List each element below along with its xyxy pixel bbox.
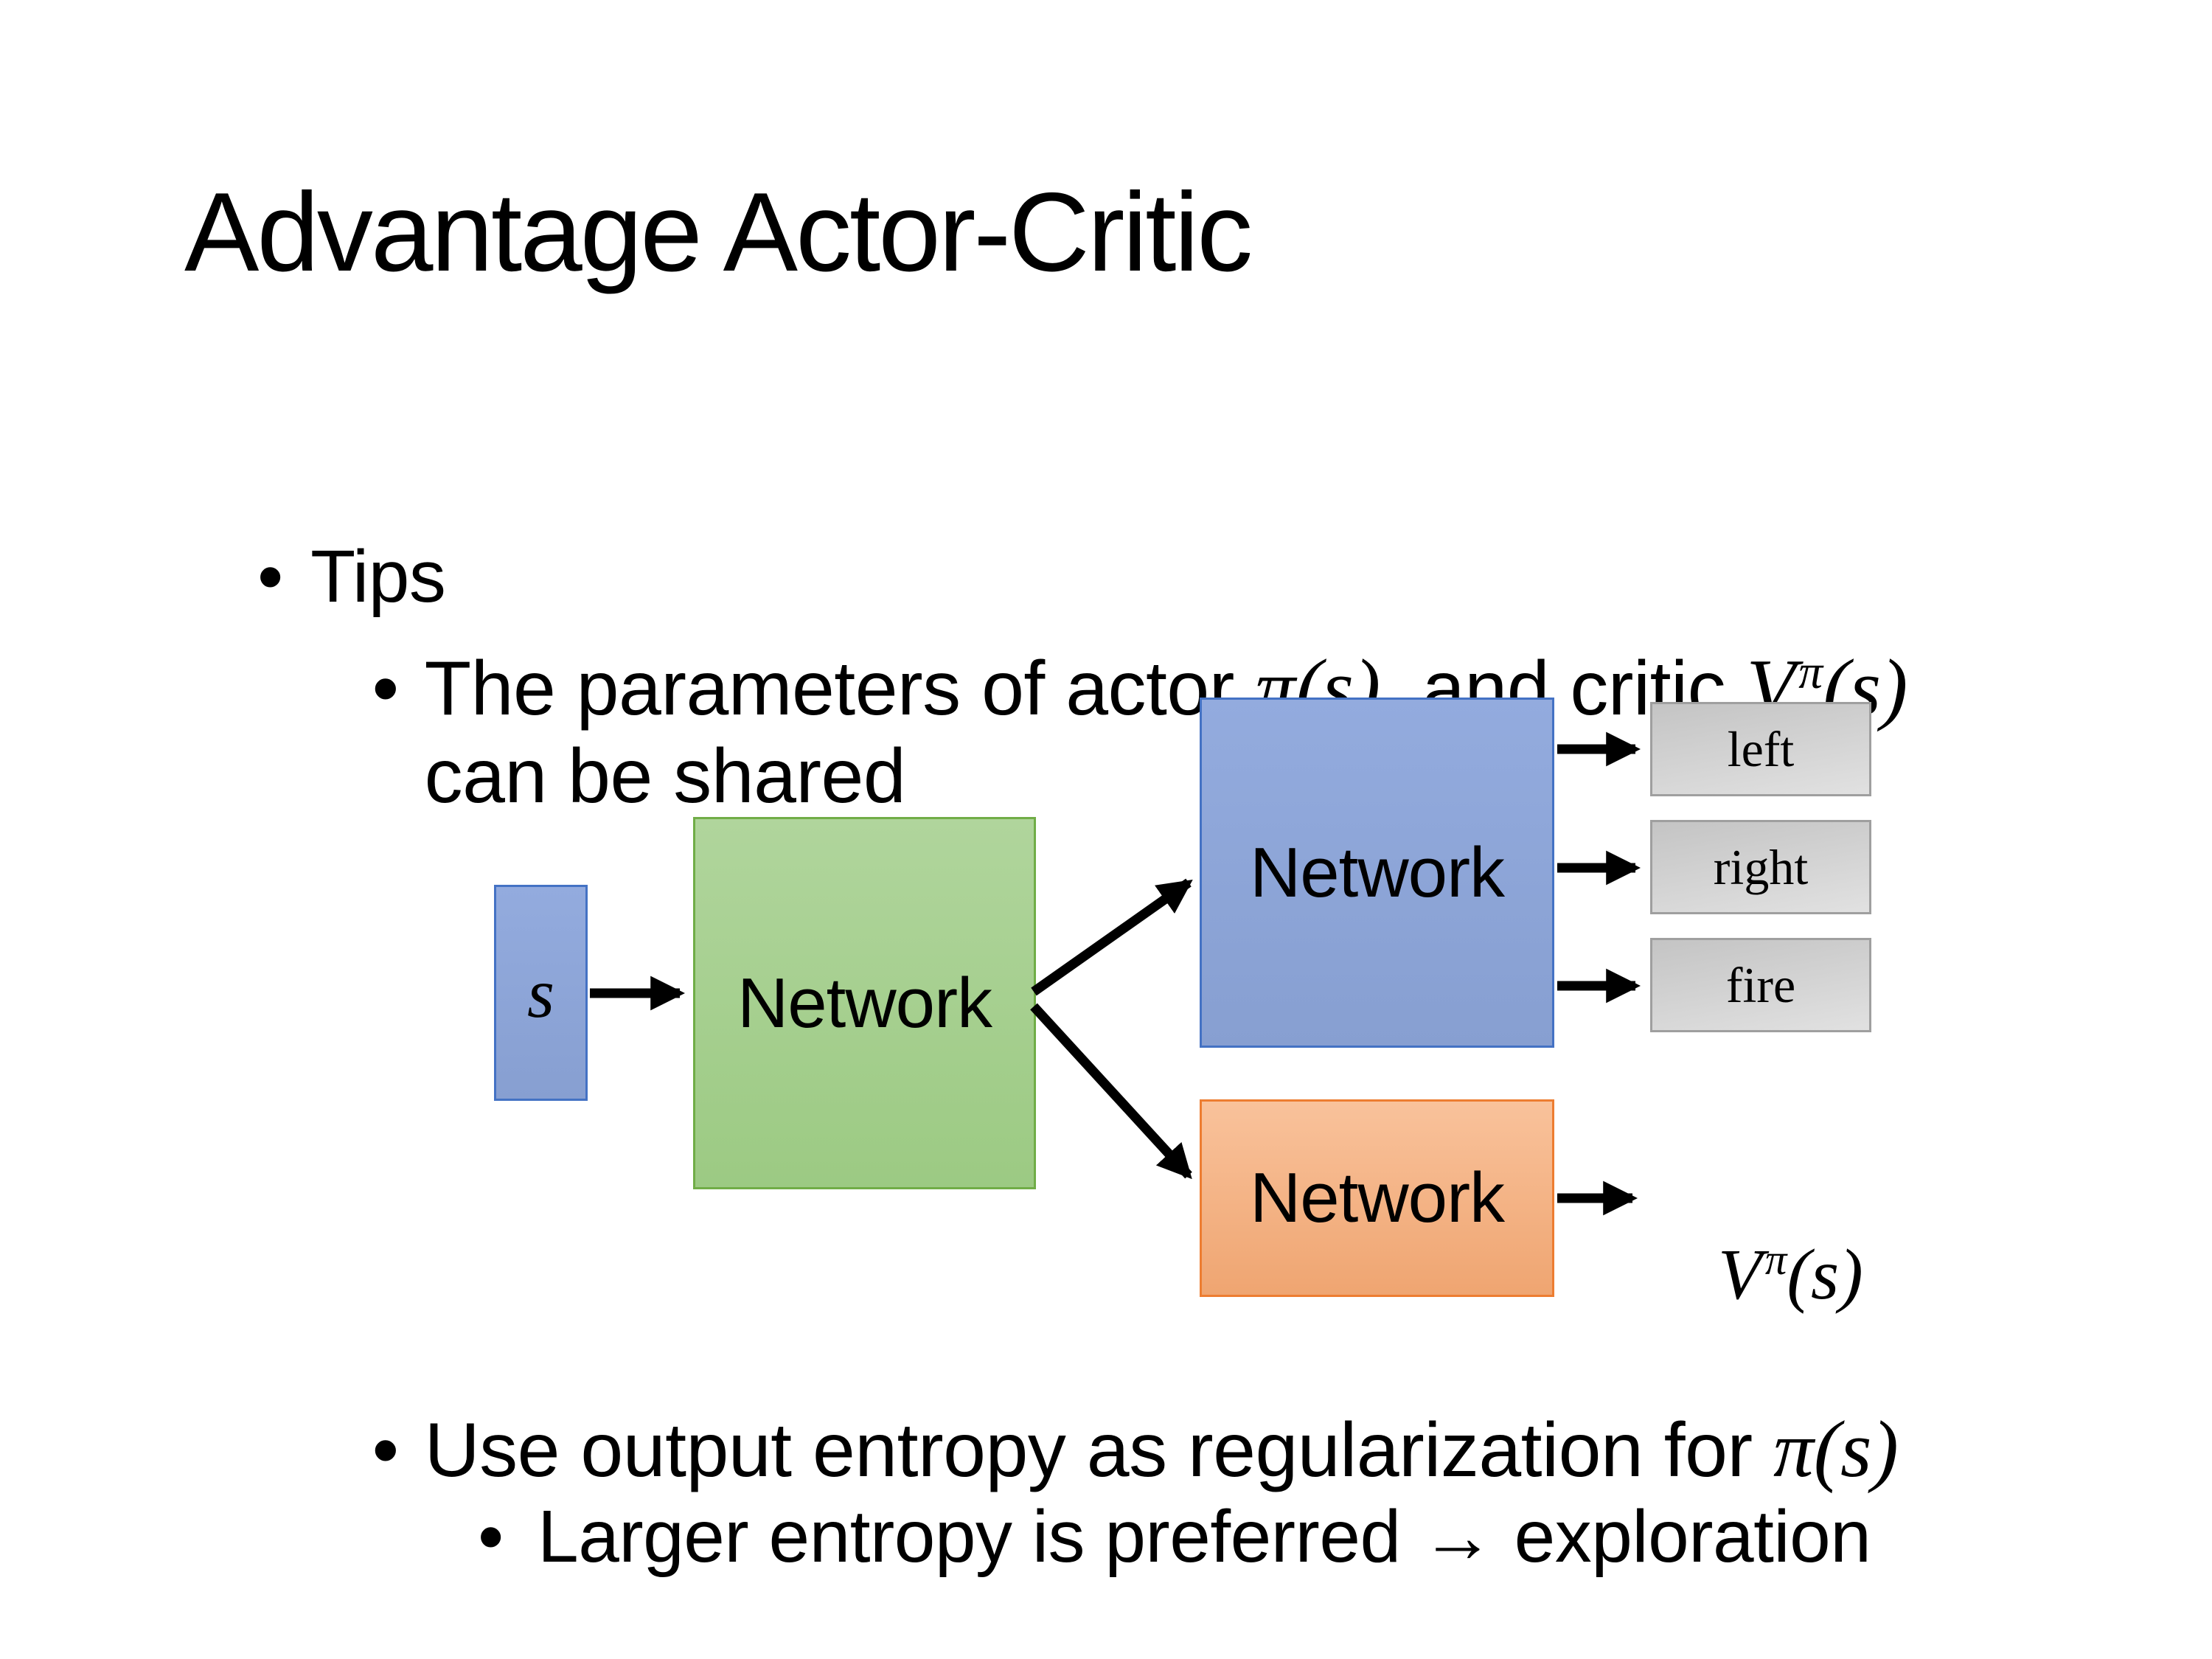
actor-network-label: Network: [1249, 832, 1505, 912]
bullet-glyph: •: [372, 645, 399, 731]
critic-network-label: Network: [1249, 1158, 1505, 1237]
action-label-left: left: [1727, 720, 1795, 777]
action-label-fire: fire: [1725, 956, 1796, 1013]
value-output-label: Vπ(s): [1646, 1150, 1863, 1399]
value-output-superscript: π: [1764, 1236, 1787, 1284]
bullet-line-shared-params-continuation: can be shared: [341, 644, 906, 909]
action-box-right: right: [1650, 820, 1871, 914]
slide-title: Advantage Actor-Critic: [184, 170, 1253, 295]
entropy-text: Use output entropy as regularization for: [424, 1407, 1773, 1493]
bullet-line-entropy: •Use output entropy as regularization fo…: [288, 1315, 1899, 1584]
bullet-line-entropy-sub: • Larger entropy is preferred → explorati…: [397, 1410, 1871, 1659]
critic-network-box: Network: [1200, 1099, 1554, 1297]
tips-label: Tips: [310, 535, 446, 618]
bullet-glyph: •: [372, 1407, 399, 1493]
value-output-base: V: [1718, 1234, 1762, 1315]
state-label: s: [527, 953, 554, 1032]
bullet-glyph: •: [257, 535, 283, 618]
critic-value-superscript: π: [1798, 645, 1823, 699]
shared-network-box: Network: [693, 817, 1036, 1189]
actor-network-box: Network: [1200, 698, 1554, 1048]
arrow-shared-to-critic: [1030, 1003, 1192, 1180]
bullet-glyph: •: [478, 1495, 504, 1578]
entropy-policy-math: π(s): [1773, 1404, 1899, 1494]
shared-params-text-pre: The parameters of actor: [424, 645, 1256, 731]
bullet-line-tips: • Tips: [177, 450, 446, 704]
value-output-args: (s): [1787, 1234, 1863, 1315]
state-box: s: [494, 885, 588, 1101]
shared-params-text-cont: can be shared: [424, 733, 906, 819]
action-box-fire: fire: [1650, 938, 1871, 1032]
action-box-left: left: [1650, 702, 1871, 796]
shared-network-label: Network: [737, 963, 992, 1043]
action-label-right: right: [1713, 838, 1809, 895]
arrow-shared-to-actor: [1031, 878, 1193, 996]
entropy-sub-text: Larger entropy is preferred → exploratio…: [538, 1495, 1871, 1578]
